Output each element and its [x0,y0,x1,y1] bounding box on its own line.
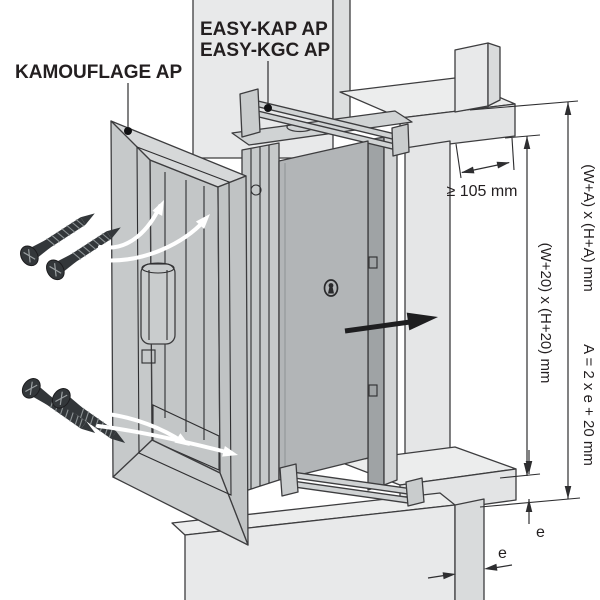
dimension-e-vertical: e [525,450,545,541]
lock-icon [323,279,339,297]
label-easy: EASY-KAP AP EASY-KGC AP [200,19,331,112]
formula-label: A = 2 x e + 20 mm [580,344,597,466]
screw-bottom-left-1 [21,378,96,434]
screw-top-left-2 [46,227,121,281]
right-jamb [404,140,451,455]
insert-arrows-bottom [96,411,238,457]
easy-kap-label: EASY-KAP AP [200,19,328,40]
dimension-min-clearance: ≥ 105 mm [446,137,518,200]
e-vertical-label: e [536,524,545,541]
easy-leader-dot [264,104,272,112]
kamouflage-label: KAMOUFLAGE AP [15,62,182,83]
easy-kgc-label: EASY-KGC AP [200,40,331,61]
mounting-rail-bottom [279,463,425,507]
outer-frame [110,120,249,546]
insert-arrows-top [98,200,210,263]
dimension-e-horizontal: e [427,545,513,580]
label-kamouflage: KAMOUFLAGE AP [15,62,182,135]
handle-cylinder [140,262,176,364]
removal-arrow-icon [344,312,438,334]
min-clearance-label: ≥ 105 mm [446,183,517,200]
outer-size-label: (W+A) x (H+A) mm [580,164,597,292]
screw-top-left-1 [20,213,95,267]
kamouflage-leader-dot [124,127,132,135]
wall-stud-upper-right [454,42,501,113]
door-panel [278,140,369,481]
e-horizontal-label: e [498,545,507,562]
opening-size-label: (W+20) x (H+20) mm [537,243,554,384]
screw-bottom-left-2 [51,388,126,444]
dimension-outer: (W+A) x (H+A) mm A = 2 x e + 20 mm [469,100,597,508]
